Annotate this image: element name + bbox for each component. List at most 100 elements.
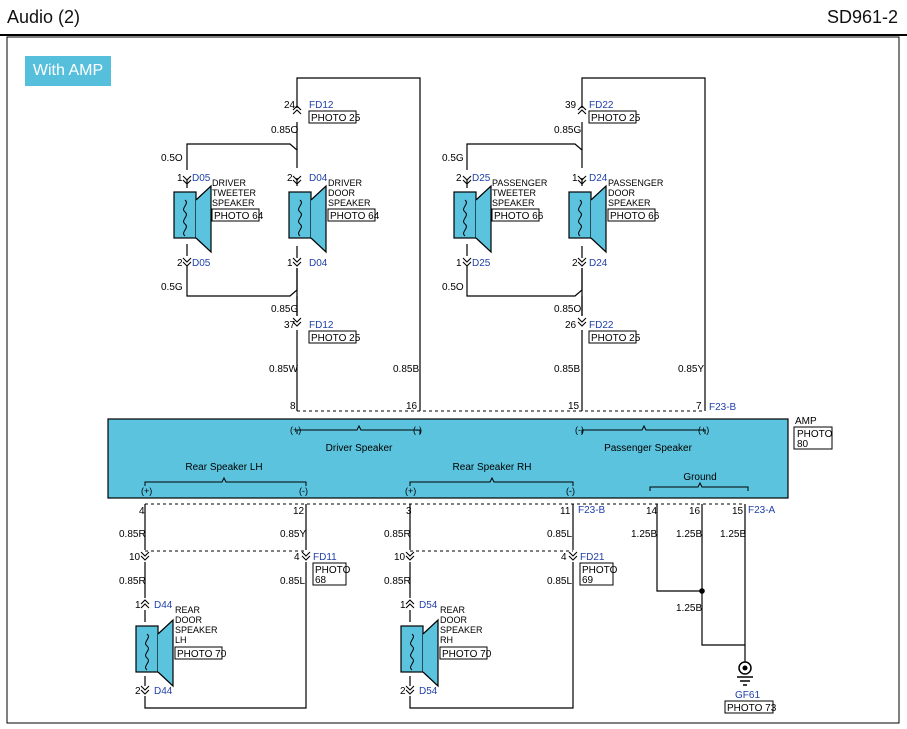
fd12-top-name: FD12 [309,100,334,111]
passenger-tweeter-speaker-icon [453,185,492,253]
amp-pin-12: 12 [293,506,305,517]
wire-085R-rh-b: 0.85R [384,576,411,587]
with-amp-badge: With AMP [25,56,111,86]
pol-pass-plus: (+) [698,425,709,435]
wire-085L-lh: 0.85L [280,576,305,587]
wire-085W: 0.85W [269,364,298,375]
amp-pin-4: 4 [139,506,145,517]
driver-door-speaker-icon [288,185,327,253]
fd11-photo-l1: PHOTO [315,565,351,576]
d24-pin-top: 1 [572,173,578,184]
d44-pin-top: 1 [135,600,141,611]
d05-top-name: D05 [192,173,211,184]
fd21-pin-left: 10 [394,552,406,563]
wire-085B-drv: 0.85B [393,364,419,375]
rear-rh-wires [409,504,574,709]
rear-rh-pin-marks [405,551,578,695]
fd11-photo-l2: 68 [315,575,327,586]
fd12-bot-name: FD12 [309,320,334,331]
amp-pin-11: 11 [560,506,571,517]
amp-pin-g15: 15 [732,506,744,517]
fd21-name: FD21 [580,552,605,563]
group-rear-lh: Rear Speaker LH [185,462,262,473]
passenger-pin-marks [462,105,587,327]
group-ground: Ground [683,472,716,483]
passenger-door-speaker-icon [568,185,607,253]
d04-top-name: D04 [309,173,328,184]
amp-label: AMP [795,416,817,427]
diagram-code: SD961-2 [826,7,898,27]
d54-top-name: D54 [419,600,438,611]
amp-photo-l2: 80 [797,439,809,450]
d05-pin-top: 1 [177,173,183,184]
pol-lh-plus: (+) [141,486,152,496]
fd11-pin-right: 4 [294,552,300,563]
wire-05G-pass: 0.5G [442,153,464,164]
wire-085G-drv: 0.85G [271,304,298,315]
fd22-top-pin: 39 [565,100,577,111]
wire-085R-lh-a: 0.85R [119,529,146,540]
fd21-photo-l1: PHOTO [582,565,618,576]
fd11-name: FD11 [313,552,337,563]
wire-085Y-pass: 0.85Y [678,364,704,375]
driver-door-photo: PHOTO 64 [330,211,380,222]
rear-lh-pin-marks [140,551,311,695]
wire-085L-rh-a: 0.85L [547,529,572,540]
pol-rh-plus: (+) [405,486,416,496]
gf61-name: GF61 [735,690,760,701]
d24-pin-bot: 2 [572,258,578,269]
amp-pin-8: 8 [290,401,296,412]
fd22-bot-name: FD22 [589,320,614,331]
amp-pin-15: 15 [568,401,580,412]
amp-body [107,418,789,499]
conn-f23b-top: F23-B [709,402,737,413]
d54-pin-bot: 2 [400,686,406,697]
wire-125B-2: 1.25B [676,529,702,540]
driver-tweeter-speaker-icon [173,185,212,253]
d25-pin-bot: 1 [456,258,462,269]
d24-bot-name: D24 [589,258,608,269]
d54-pin-top: 1 [400,600,406,611]
wire-085G-pass: 0.85G [554,125,581,136]
fd21-pin-right: 4 [561,552,567,563]
amp-braces [144,424,749,491]
amp-pin-16: 16 [406,401,418,412]
wire-085Y-lh: 0.85Y [280,529,306,540]
fd22-bot-pin: 26 [565,320,577,331]
rear-lh-wires [144,504,307,709]
d44-pin-bot: 2 [135,686,141,697]
wire-085R-lh-b: 0.85R [119,576,146,587]
amp-pin-7: 7 [696,401,702,412]
diagram-frame [6,36,900,724]
wire-125B-3: 1.25B [720,529,746,540]
wire-05G-drv: 0.5G [161,282,183,293]
fd22-bot-photo: PHOTO 25 [591,333,641,344]
wire-085L-rh-b: 0.85L [547,576,572,587]
passenger-tweeter-photo: PHOTO 66 [494,211,544,222]
d24-top-name: D24 [589,173,608,184]
wire-05O-pass: 0.5O [442,282,464,293]
rear-lh-photo: PHOTO 70 [177,649,227,660]
ground-icon [737,661,753,686]
fd12-bot-pin: 37 [284,320,296,331]
d04-pin-top: 2 [287,173,293,184]
amp-pin-g16: 16 [689,506,701,517]
fd12-top-pin: 24 [284,100,296,111]
conn-f23b-bottom: F23-B [578,505,606,516]
splice-dot [699,588,705,594]
d04-bot-name: D04 [309,258,328,269]
wire-085O-pass: 0.85O [554,304,581,315]
fd22-top-photo: PHOTO 25 [591,113,641,124]
d05-bot-name: D05 [192,258,211,269]
driver-wires [186,77,421,411]
rear-rh-speaker-icon [400,619,439,687]
amp-pin-3: 3 [406,506,412,517]
wire-085B-pass: 0.85B [554,364,580,375]
